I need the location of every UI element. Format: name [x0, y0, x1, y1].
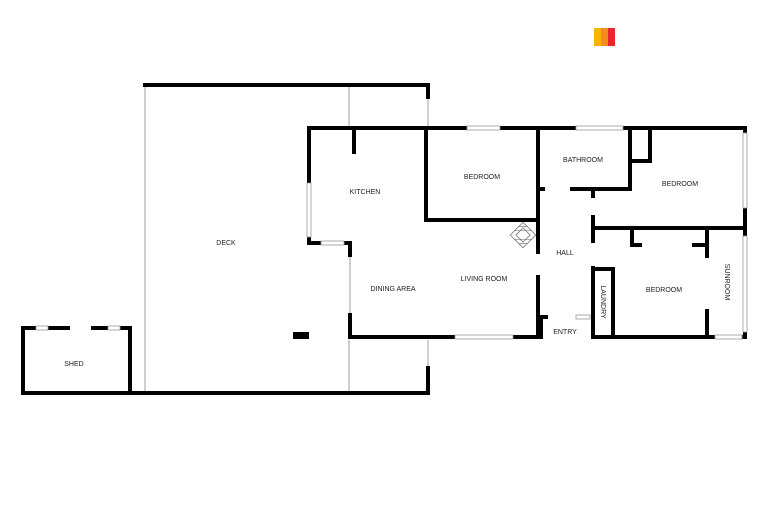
label-shed: SHED — [64, 361, 83, 368]
logo-square-1 — [594, 28, 601, 46]
fireplace-icon — [509, 221, 537, 249]
label-living-room: LIVING ROOM — [461, 276, 508, 283]
thin-lines — [144, 85, 429, 393]
label-dining-area: DINING AREA — [370, 286, 415, 293]
label-hall: HALL — [556, 250, 574, 257]
label-bedroom-2: BEDROOM — [662, 181, 698, 188]
room-labels: DECK SHED KITCHEN DINING AREA LIVING ROO… — [64, 157, 730, 368]
label-bedroom-3: BEDROOM — [646, 287, 682, 294]
label-kitchen: KITCHEN — [350, 189, 381, 196]
logo-square-2 — [601, 28, 608, 46]
label-deck: DECK — [216, 240, 236, 247]
walls — [21, 83, 747, 395]
label-bedroom-1: BEDROOM — [464, 174, 500, 181]
label-laundry: LAUNDRY — [599, 285, 606, 319]
logo-square-3 — [608, 28, 615, 46]
label-sunroom: SUNROOM — [723, 264, 730, 301]
label-bathroom: BATHROOM — [563, 157, 603, 164]
label-entry: ENTRY — [553, 329, 577, 336]
logo — [594, 28, 615, 46]
windows — [35, 125, 748, 340]
